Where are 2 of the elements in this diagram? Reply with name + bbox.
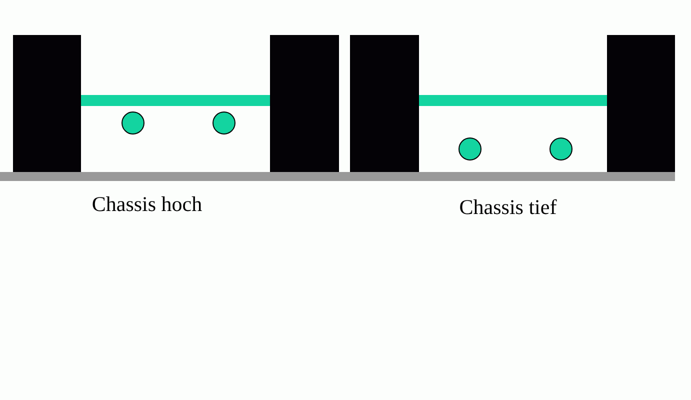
caption-text: Chassis hoch <box>92 192 202 217</box>
caption-text: Chassis tief <box>459 195 557 220</box>
